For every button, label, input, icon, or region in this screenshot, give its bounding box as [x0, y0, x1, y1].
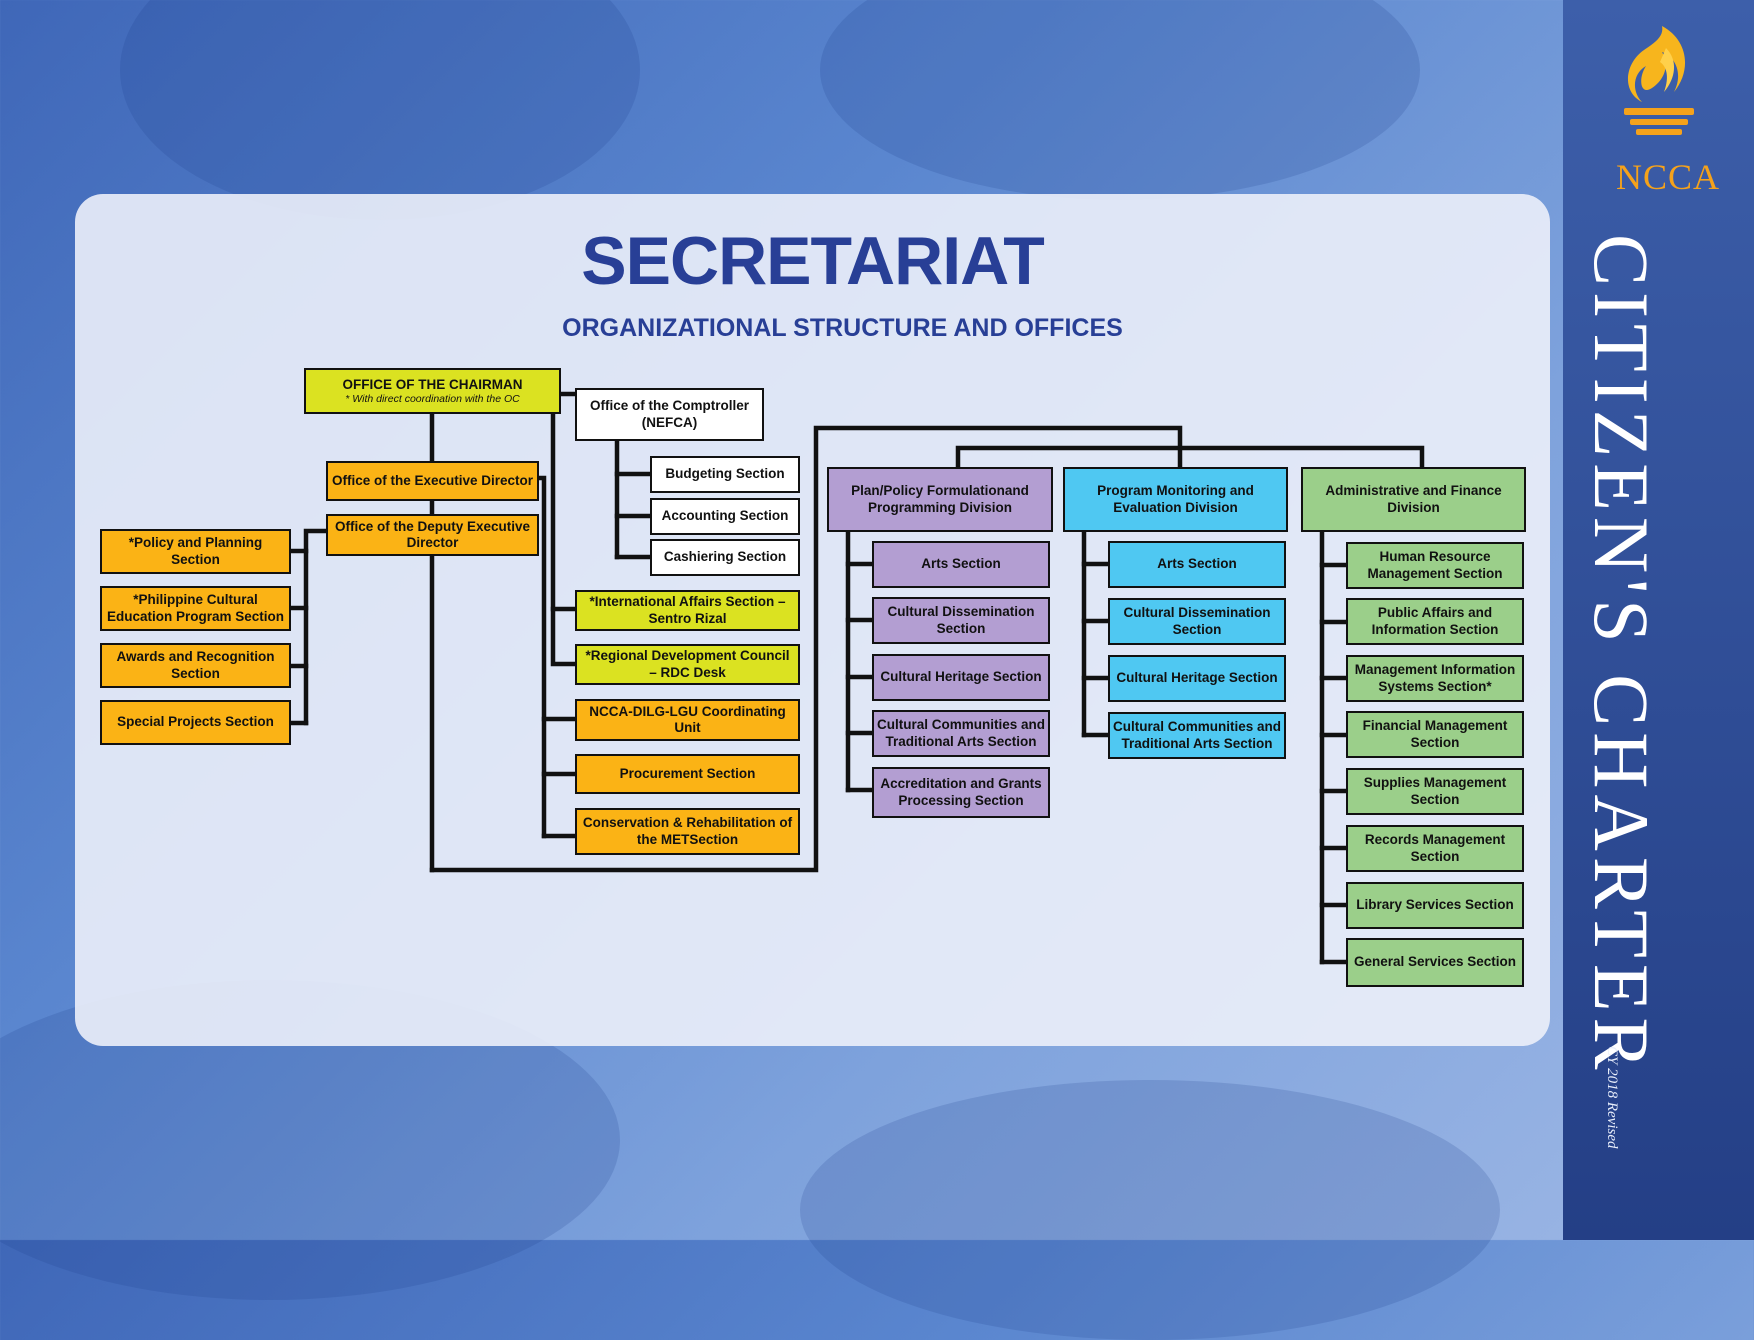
div3-general-services-section: General Services Section [1346, 938, 1524, 987]
div3-financial-management-section: Financial Management Section [1346, 711, 1524, 758]
ncca-dilg-lgu-coordinating-unit: NCCA-DILG-LGU Coordinating Unit [575, 699, 800, 741]
budgeting-section: Budgeting Section [650, 456, 800, 493]
div2-arts-section: Arts Section [1108, 541, 1286, 588]
regional-development-council-desk: *Regional Development Council – RDC Desk [575, 644, 800, 685]
div3-public-affairs-section: Public Affairs and Information Section [1346, 598, 1524, 645]
page-subtitle: ORGANIZATIONAL STRUCTURE AND OFFICES [562, 314, 1123, 342]
plan-policy-division: Plan/Policy Formulationand Programming D… [827, 467, 1053, 532]
page-title: SECRETARIAT [581, 223, 1044, 299]
div3-records-management-section: Records Management Section [1346, 825, 1524, 872]
background-decoration [820, 0, 1420, 200]
div3-supplies-management-section: Supplies Management Section [1346, 768, 1524, 815]
div2-cultural-communities-section: Cultural Communities and Traditional Art… [1108, 712, 1286, 759]
div1-cultural-heritage-section: Cultural Heritage Section [872, 654, 1050, 701]
div1-cultural-communities-section: Cultural Communities and Traditional Art… [872, 710, 1050, 757]
div1-cultural-dissemination-section: Cultural Dissemination Section [872, 597, 1050, 644]
accounting-section: Accounting Section [650, 498, 800, 535]
org-chart-connectors [288, 391, 1425, 965]
div3-management-information-section: Management Information Systems Section* [1346, 655, 1524, 702]
administrative-finance-division: Administrative and Finance Division [1301, 467, 1526, 532]
div3-library-services-section: Library Services Section [1346, 882, 1524, 929]
sidebar [1563, 0, 1754, 1240]
awards-and-recognition-section: Awards and Recognition Section [100, 643, 291, 688]
content-panel [75, 194, 1550, 1046]
special-projects-section: Special Projects Section [100, 700, 291, 745]
procurement-section: Procurement Section [575, 754, 800, 794]
div3-human-resource-section: Human Resource Management Section [1346, 542, 1524, 589]
div1-accreditation-section: Accreditation and Grants Processing Sect… [872, 767, 1050, 818]
div2-cultural-dissemination-section: Cultural Dissemination Section [1108, 598, 1286, 645]
div2-cultural-heritage-section: Cultural Heritage Section [1108, 655, 1286, 702]
policy-and-planning-section: *Policy and Planning Section [100, 529, 291, 574]
chairman-label: OFFICE OF THE CHAIRMAN [342, 376, 523, 392]
office-of-the-chairman: OFFICE OF THE CHAIRMAN * With direct coo… [304, 368, 561, 414]
chairman-note: * With direct coordination with the OC [345, 392, 520, 405]
ncca-logo-text: NCCA [1615, 157, 1721, 197]
div1-arts-section: Arts Section [872, 541, 1050, 588]
office-of-the-executive-director: Office of the Executive Director [326, 461, 539, 501]
office-of-the-deputy-executive-director: Office of the Deputy Executive Director [326, 514, 539, 556]
program-monitoring-division: Program Monitoring and Evaluation Divisi… [1063, 467, 1288, 532]
philippine-cultural-education-program-section: *Philippine Cultural Education Program S… [100, 586, 291, 631]
international-affairs-section: *International Affairs Section – Sentro … [575, 590, 800, 631]
office-of-the-comptroller: Office of the Comptroller (NEFCA) [575, 388, 764, 441]
ncca-flame-logo-icon [1624, 26, 1694, 135]
cashiering-section: Cashiering Section [650, 539, 800, 576]
conservation-rehabilitation-section: Conservation & Rehabilitation of the MET… [575, 808, 800, 855]
